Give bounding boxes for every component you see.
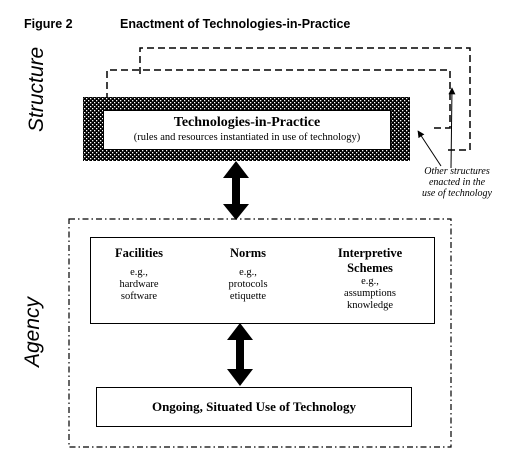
other-structures-outlines xyxy=(106,47,471,151)
other-structures-line: Other structures xyxy=(424,166,490,177)
interpretive-item: knowledge xyxy=(346,300,394,311)
figure-number: Figure 2 xyxy=(24,17,73,31)
other-structures-caption: Other structures enacted in the use of t… xyxy=(414,166,500,199)
double-arrow-upper xyxy=(223,161,249,220)
facilities-item: software xyxy=(120,291,158,302)
norms-title: Norms xyxy=(229,246,267,260)
facilities-eg: e.g., xyxy=(130,267,148,278)
facilities-title: Facilities xyxy=(115,246,163,260)
technologies-in-practice-box: Technologies-in-Practice (rules and reso… xyxy=(103,110,391,150)
norms-item: etiquette xyxy=(229,291,267,302)
pointer-line-1 xyxy=(417,130,442,167)
ongoing-use-box: Ongoing, Situated Use of Technology xyxy=(96,387,412,427)
structures-panel: Facilities e.g., hardware software Norms… xyxy=(90,237,435,324)
figure-title: Enactment of Technologies-in-Practice xyxy=(120,17,351,31)
dashed-structure-back xyxy=(139,47,471,151)
interpretive-eg: e.g., xyxy=(361,276,379,287)
facilities-item: hardware xyxy=(119,279,159,290)
interpretive-schemes-column: Interpretive Schemes e.g., assumptions k… xyxy=(314,246,426,312)
structure-label: Structure xyxy=(25,46,48,132)
norms-column: Norms e.g., protocols etiquette xyxy=(213,246,283,303)
norms-eg: e.g., xyxy=(239,267,257,278)
facilities-column: Facilities e.g., hardware software xyxy=(99,246,179,303)
agency-boundary xyxy=(68,218,452,448)
double-arrow-lower xyxy=(227,323,253,386)
other-structures-line: enacted in the xyxy=(428,177,486,188)
other-structures-line: use of technology xyxy=(422,188,492,199)
agency-label: Agency xyxy=(21,296,44,368)
interpretive-item: assumptions xyxy=(344,288,396,299)
interpretive-title-line1: Interpretive xyxy=(337,246,403,260)
ongoing-use-label: Ongoing, Situated Use of Technology xyxy=(151,399,357,414)
interpretive-title-line2: Schemes xyxy=(347,261,393,275)
technologies-subtitle: (rules and resources instantiated in use… xyxy=(133,132,361,143)
technologies-title: Technologies-in-Practice xyxy=(173,115,321,130)
norms-item: protocols xyxy=(228,279,268,290)
pointer-line-2 xyxy=(448,87,456,169)
